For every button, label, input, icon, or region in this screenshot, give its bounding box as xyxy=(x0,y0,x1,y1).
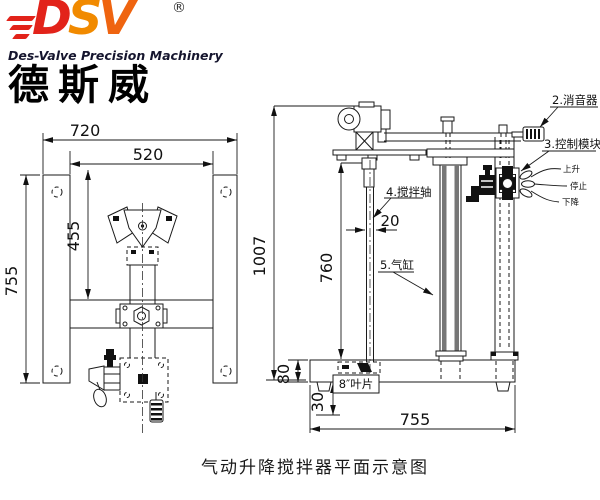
mixer-assembly-plan xyxy=(89,203,177,434)
brand-tagline: Des-Valve Precision Machinery xyxy=(8,48,223,63)
dim-1007-label: 1007 xyxy=(250,236,269,277)
dim-520-label: 520 xyxy=(133,145,164,164)
dim-755-left-label: 755 xyxy=(2,266,21,297)
air-motor xyxy=(333,102,426,378)
muffler xyxy=(512,127,544,141)
dim-20-label: 20 xyxy=(380,212,399,230)
brand-chinese-name: 德斯威 xyxy=(8,61,158,109)
blade: 8″叶片 xyxy=(333,362,380,393)
top-view: 720 520 455 755 xyxy=(2,121,237,434)
brand-letter-d: D xyxy=(32,0,72,46)
cylinder-label: 5.气缸 xyxy=(380,258,414,272)
control-down-label: 下降 xyxy=(562,197,580,208)
brand-header: DSV ® Des-Valve Precision Machinery 德斯威 xyxy=(6,0,223,109)
cross-arm xyxy=(378,117,521,158)
blade-label: 8″叶片 xyxy=(339,377,374,391)
dim-455-label: 455 xyxy=(64,221,83,252)
brand-letter-s: S xyxy=(67,0,103,46)
brand-letter-v: V xyxy=(98,0,135,46)
control-module-label: 3.控制模块 xyxy=(544,137,600,151)
dim-760-label: 760 xyxy=(317,253,336,284)
dim-80-label: 80 xyxy=(274,364,293,384)
cylinder-column xyxy=(433,156,467,361)
front-view: 1007 760 80 30 755 xyxy=(250,93,600,433)
drawing-caption: 气动升降搅拌器平面示意图 xyxy=(201,458,429,478)
brand-logo: DSV ® xyxy=(6,0,208,54)
dim-720-label: 720 xyxy=(70,121,101,140)
mixing-shaft-label: 4.搅拌轴 xyxy=(386,185,431,199)
brand-letters: DSV xyxy=(32,0,136,48)
dim-755-bottom-label: 755 xyxy=(400,410,431,429)
dim-30-label: 30 xyxy=(308,392,327,412)
control-up-label: 上升 xyxy=(563,164,581,175)
control-module xyxy=(466,165,535,202)
muffler-label: 2.消音器 xyxy=(552,93,598,107)
registered-trademark-icon: ® xyxy=(172,0,186,16)
control-stop-label: 停止 xyxy=(570,181,588,192)
